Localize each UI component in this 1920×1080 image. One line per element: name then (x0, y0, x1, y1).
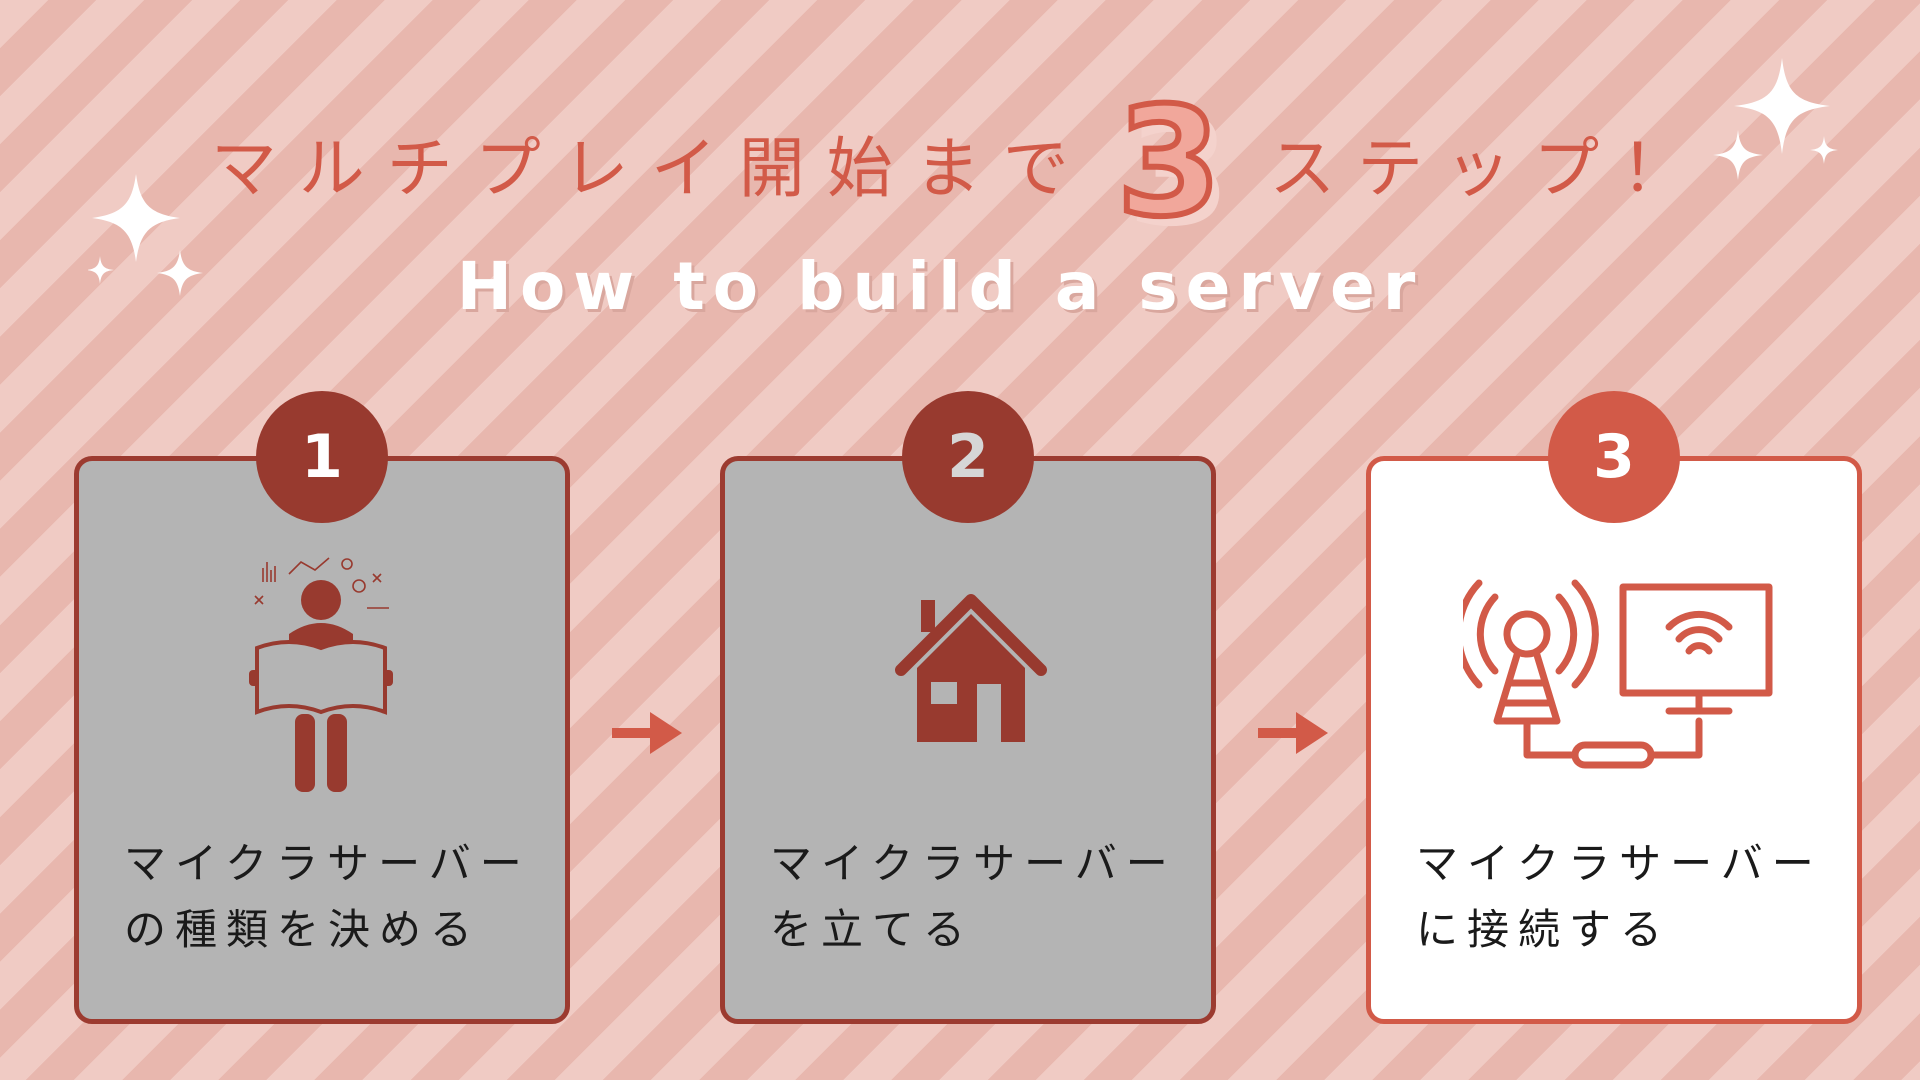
step-description: マイクラサーバー を立てる (770, 831, 1210, 963)
step-number-badge: 1 (256, 391, 388, 523)
step-text-line: マイクラサーバー (124, 839, 531, 888)
step-text-line: を立てる (770, 905, 975, 954)
arrow-right-icon (612, 712, 682, 754)
step-number-badge: 2 (902, 391, 1034, 523)
step-card-1: 1 マイクラサーバー の種類を決める (74, 391, 570, 1024)
subtitle: How to build a server (456, 248, 1424, 325)
title-suffix: ステップ！ (1269, 130, 1710, 207)
title-prefix: マルチプレイ開始まで (210, 130, 1091, 207)
step-text-line: の種類を決める (124, 905, 482, 954)
step-description: マイクラサーバー の種類を決める (124, 831, 564, 963)
step-number-badge: 3 (1548, 391, 1680, 523)
sparkle-icon (1713, 58, 1838, 180)
step-text-line: マイクラサーバー (770, 839, 1177, 888)
step-card-3: 3 マイクラサーバー に接続する (1366, 391, 1862, 1024)
page-title: マルチプレイ開始まで 3 ステップ！ (0, 78, 1920, 248)
antenna-monitor-connection-icon (1463, 579, 1773, 769)
step-text-line: に接続する (1416, 905, 1672, 954)
step-description: マイクラサーバー に接続する (1416, 831, 1856, 963)
sparkle-icon (88, 174, 203, 296)
step-text-line: マイクラサーバー (1416, 839, 1823, 888)
person-reading-map-icon (249, 557, 393, 792)
title-number: 3 (1114, 76, 1224, 250)
house-icon (895, 594, 1047, 742)
arrow-right-icon (1258, 712, 1328, 754)
step-card-2: 2 マイクラサーバー を立てる (720, 391, 1216, 1024)
